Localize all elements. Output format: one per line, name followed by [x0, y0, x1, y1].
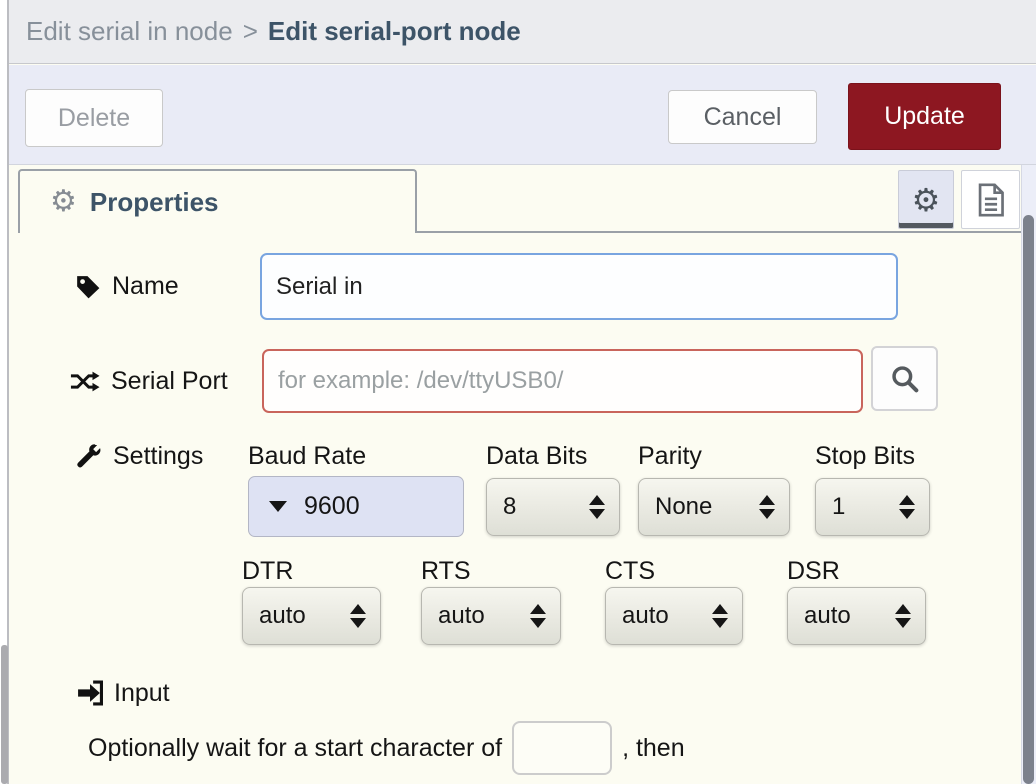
name-label: Name: [112, 272, 179, 301]
stepper-arrows-icon: [759, 495, 775, 519]
tab-properties-label: Properties: [90, 187, 219, 218]
breadcrumb[interactable]: Edit serial in node: [26, 16, 233, 47]
tag-icon: [75, 274, 101, 300]
tray-toolbar: Delete Cancel Update: [9, 65, 1036, 165]
stepper-arrows-icon: [899, 495, 915, 519]
dsr-value: auto: [804, 602, 851, 630]
dtr-header: DTR: [242, 556, 293, 586]
data-bits-value: 8: [503, 493, 516, 521]
wrench-icon: [76, 443, 102, 469]
search-icon: [889, 363, 921, 395]
parity-value: None: [655, 493, 712, 521]
start-character-input[interactable]: [512, 721, 612, 775]
start-character-row: Optionally wait for a start character of…: [88, 718, 685, 778]
stepper-arrows-icon: [530, 604, 546, 628]
settings-label: Settings: [113, 442, 203, 471]
serial-port-input[interactable]: [262, 349, 863, 413]
baud-rate-value: 9600: [304, 492, 360, 521]
baud-rate-header: Baud Rate: [248, 440, 366, 472]
data-bits-select[interactable]: 8: [486, 478, 620, 536]
rts-value: auto: [438, 602, 485, 630]
data-bits-header: Data Bits: [486, 440, 587, 472]
gear-icon: ⚙: [912, 181, 941, 219]
left-scrollbar-thumb[interactable]: [1, 645, 8, 784]
tab-properties[interactable]: ⚙ Properties: [18, 169, 417, 233]
serial-port-search-button[interactable]: [871, 346, 938, 411]
document-icon: [976, 183, 1006, 217]
parity-select[interactable]: None: [638, 478, 790, 536]
update-button[interactable]: Update: [848, 83, 1001, 150]
wait-suffix-text: , then: [622, 734, 685, 763]
shuffle-icon: [70, 369, 100, 394]
dtr-value: auto: [259, 602, 306, 630]
tab-row-underline: [417, 231, 1021, 233]
serial-port-label: Serial Port: [111, 367, 228, 396]
wait-prefix-text: Optionally wait for a start character of: [88, 734, 502, 763]
rts-header: RTS: [421, 556, 471, 586]
delete-button[interactable]: Delete: [25, 89, 163, 147]
left-edge-strip: [0, 0, 9, 784]
input-section-label: Input: [114, 679, 170, 708]
dtr-select[interactable]: auto: [242, 587, 381, 645]
node-description-button[interactable]: [961, 170, 1020, 229]
chevron-down-icon: [269, 501, 287, 512]
cts-value: auto: [622, 602, 669, 630]
gear-icon: ⚙: [50, 187, 77, 217]
cts-select[interactable]: auto: [605, 587, 743, 645]
stepper-arrows-icon: [712, 604, 728, 628]
dsr-select[interactable]: auto: [787, 587, 926, 645]
rts-select[interactable]: auto: [421, 587, 561, 645]
breadcrumb-separator: >: [243, 16, 258, 47]
settings-label-row: Settings: [76, 440, 203, 472]
stepper-arrows-icon: [350, 604, 366, 628]
baud-rate-select[interactable]: 9600: [248, 476, 464, 537]
parity-header: Parity: [638, 440, 702, 472]
input-section-label-row: Input: [76, 676, 170, 710]
stop-bits-header: Stop Bits: [815, 440, 915, 472]
sign-in-icon: [76, 680, 103, 706]
name-label-row: Name: [75, 253, 179, 320]
serial-port-label-row: Serial Port: [70, 349, 228, 413]
stop-bits-value: 1: [832, 493, 845, 521]
tray-header: Edit serial in node > Edit serial-port n…: [9, 0, 1036, 64]
dsr-header: DSR: [787, 556, 840, 586]
stepper-arrows-icon: [589, 495, 605, 519]
cancel-button[interactable]: Cancel: [668, 90, 817, 144]
stop-bits-select[interactable]: 1: [815, 478, 930, 536]
page-title: Edit serial-port node: [268, 16, 521, 47]
vertical-scrollbar-thumb[interactable]: [1023, 215, 1034, 784]
name-input[interactable]: [260, 253, 898, 320]
cts-header: CTS: [605, 556, 655, 586]
stepper-arrows-icon: [895, 604, 911, 628]
node-settings-button[interactable]: ⚙: [898, 170, 954, 229]
